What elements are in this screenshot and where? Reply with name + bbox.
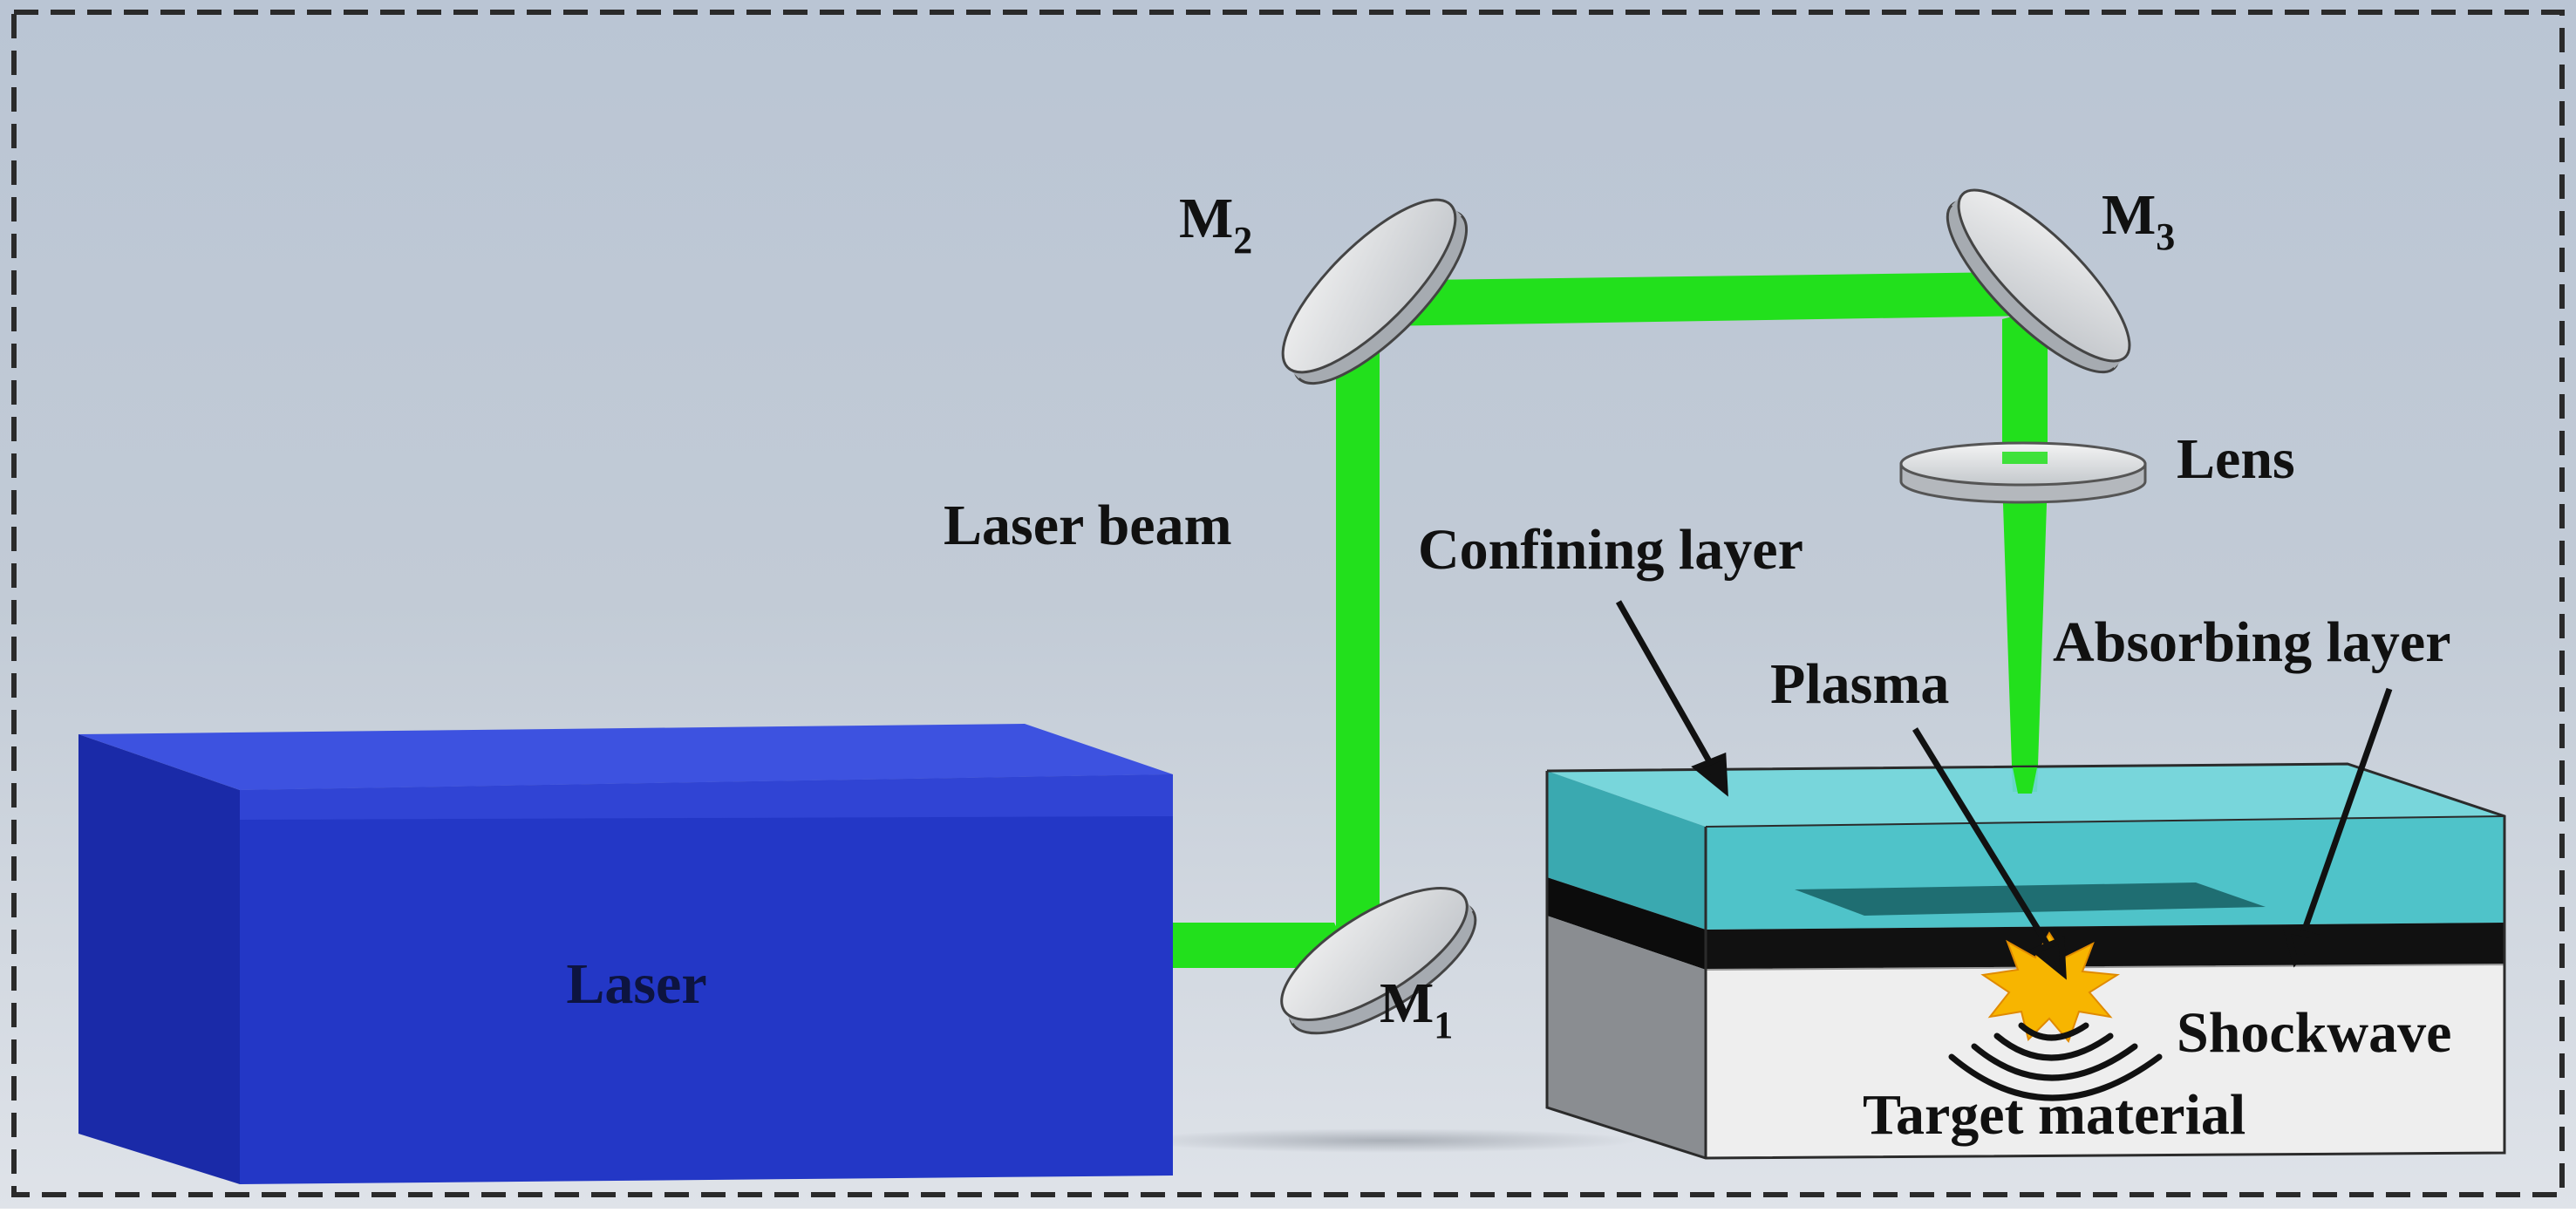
plasma-burst [1980, 931, 2121, 1043]
laser-beam-label: Laser beam [944, 494, 1232, 557]
water-front [1706, 816, 2504, 930]
shockwave-label: Shockwave [2177, 1001, 2451, 1065]
floor-shadow [1134, 1128, 1639, 1153]
target-material-label: Target material [1863, 1083, 2245, 1147]
absorbing-layer-label: Absorbing layer [2053, 610, 2451, 674]
mirror-m1 [1280, 886, 1477, 1035]
absorbing-patch [1795, 882, 2266, 916]
beam-tip [2013, 767, 2037, 794]
absorbing-layer-side [1547, 877, 1706, 970]
shockwave-arcs [1948, 1022, 2163, 1101]
water-top [1547, 764, 2504, 827]
m2-label: M2 [1179, 187, 1252, 262]
mirror-m3 [1946, 188, 2131, 374]
mirror-m2 [1281, 198, 1469, 385]
plasma-label: Plasma [1770, 652, 1949, 716]
dashed-frame [11, 10, 2565, 1197]
laser-box-front [240, 774, 1173, 1184]
laser-box-side [78, 734, 240, 1184]
pointer-arrows [1615, 600, 2393, 980]
beam-horizontal-top [1360, 272, 2037, 326]
lens-label: Lens [2177, 427, 2295, 491]
confining-layer-label: Confining layer [1418, 518, 1803, 582]
absorbing-layer-front [1706, 923, 2504, 970]
target-side [1547, 916, 1706, 1158]
m1-label: M1 [1380, 971, 1453, 1046]
water-left-side [1547, 771, 1706, 930]
beam-focused [2002, 478, 2048, 792]
laser-beam-path [1173, 272, 2048, 968]
laser-box-lip [240, 774, 1173, 820]
laser-label: Laser [566, 952, 706, 1016]
beam-vertical-right [2002, 307, 2048, 452]
laser-box-top [78, 724, 1173, 790]
laser-box: Laser [78, 724, 1173, 1184]
m3-label: M3 [2102, 183, 2175, 258]
beam-vertical-left [1336, 319, 1380, 951]
beam-through-lens [2002, 452, 2048, 464]
